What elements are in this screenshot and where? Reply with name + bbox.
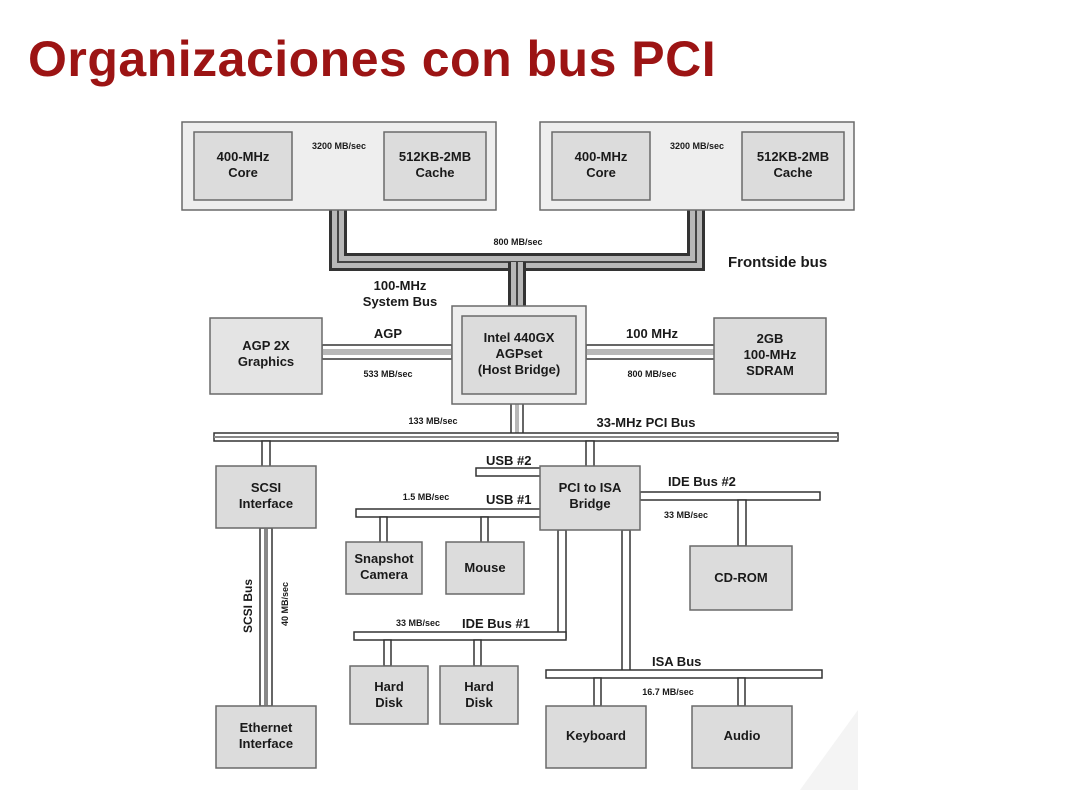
ethernet-label-1: Ethernet	[240, 720, 293, 735]
cpu1-cache-label-1: 512KB-2MB	[399, 149, 471, 164]
cdrom-label: CD-ROM	[714, 570, 767, 585]
ide2-label: IDE Bus #2	[668, 474, 736, 489]
usb1-label: USB #1	[486, 492, 532, 507]
audio-label: Audio	[724, 728, 761, 743]
agp-graphics-label-1: AGP 2X	[242, 338, 290, 353]
scsi-bus-label: SCSI Bus	[241, 579, 255, 633]
cpu2-cache-label-2: Cache	[773, 165, 812, 180]
agp-link	[321, 344, 453, 360]
system-bus-label-1: 100-MHz	[374, 278, 427, 293]
usb-rate: 1.5 MB/sec	[403, 492, 450, 502]
cpu2-cache	[741, 131, 845, 201]
memory-box	[713, 317, 827, 395]
pci-bus-line	[213, 432, 839, 442]
scsi-interface-label-2: Interface	[239, 496, 293, 511]
system-bus-label-2: System Bus	[363, 294, 437, 309]
isa-bridge-label-2: Bridge	[569, 496, 610, 511]
pci-drops	[261, 440, 595, 468]
keyboard-label: Keyboard	[566, 728, 626, 743]
hard-disk-2-label-1: Hard	[464, 679, 494, 694]
snapshot-label-2: Camera	[360, 567, 408, 582]
cpu2-core-label-2: Core	[586, 165, 616, 180]
snapshot-camera-box	[345, 541, 423, 595]
agp-graphics-label-2: Graphics	[238, 354, 294, 369]
usb1-line	[355, 508, 543, 544]
agp-rate: 533 MB/sec	[363, 369, 412, 379]
memory-label-2: 100-MHz	[744, 347, 797, 362]
memory-rate: 800 MB/sec	[627, 369, 676, 379]
cpu1-cache-label-2: Cache	[415, 165, 454, 180]
scsi-rate: 40 MB/sec	[280, 582, 290, 626]
pci-rate: 133 MB/sec	[408, 416, 457, 426]
memory-label-3: SDRAM	[746, 363, 794, 378]
hard-disk-1-box	[349, 665, 429, 725]
hard-disk-1-label-2: Disk	[375, 695, 403, 710]
ide1-rate: 33 MB/sec	[396, 618, 440, 628]
frontside-rate: 800 MB/sec	[493, 237, 542, 247]
mouse-label: Mouse	[464, 560, 505, 575]
frontside-bus	[329, 210, 705, 308]
audio-box	[691, 705, 793, 769]
ethernet-box	[215, 705, 317, 769]
ethernet-label-2: Interface	[239, 736, 293, 751]
cpu2-core	[551, 131, 651, 201]
snapshot-label-1: Snapshot	[354, 551, 414, 566]
keyboard-box	[545, 705, 647, 769]
isa-bus-label: ISA Bus	[652, 654, 701, 669]
mouse-box	[445, 541, 525, 595]
host-bridge	[461, 315, 577, 395]
cpu1-cache	[383, 131, 487, 201]
agp-label: AGP	[374, 326, 403, 341]
host-pci-link	[510, 402, 524, 438]
cpu1-core-label-2: Core	[228, 165, 258, 180]
host-bridge-label-2: AGPset	[496, 346, 544, 361]
usb2-label: USB #2	[486, 453, 532, 468]
ide2-rate: 33 MB/sec	[664, 510, 708, 520]
cdrom-box	[689, 545, 793, 611]
corner-decoration	[800, 710, 858, 790]
frontside-bus-label: Frontside bus	[728, 254, 827, 271]
host-bridge-label-1: Intel 440GX	[484, 330, 555, 345]
pci-bus-label: 33-MHz PCI Bus	[597, 415, 696, 430]
hard-disk-2-label-2: Disk	[465, 695, 493, 710]
ide1-label: IDE Bus #1	[462, 616, 530, 631]
memory-bus-label: 100 MHz	[626, 326, 679, 341]
host-bridge-label-3: (Host Bridge)	[478, 362, 560, 377]
cpu2-core-label-1: 400-MHz	[575, 149, 628, 164]
ide1-line	[353, 529, 567, 667]
isa-bus-line	[545, 529, 823, 707]
slide-title: Organizaciones con bus PCI	[28, 31, 717, 87]
scsi-bus-line	[259, 527, 273, 707]
cpu1-core	[193, 131, 293, 201]
isa-bridge-label-1: PCI to ISA	[559, 480, 622, 495]
scsi-interface-label-1: SCSI	[251, 480, 281, 495]
cpu1-core-label-1: 400-MHz	[217, 149, 270, 164]
agp-graphics-box	[209, 317, 323, 395]
cpu1-link-rate: 3200 MB/sec	[312, 141, 366, 151]
cpu2-cache-label-1: 512KB-2MB	[757, 149, 829, 164]
scsi-interface-box	[215, 465, 317, 529]
memory-link	[585, 344, 717, 360]
usb2-line	[475, 467, 543, 477]
hard-disk-2-box	[439, 665, 519, 725]
memory-label-1: 2GB	[757, 331, 784, 346]
hard-disk-1-label-1: Hard	[374, 679, 404, 694]
isa-rate: 16.7 MB/sec	[642, 687, 694, 697]
isa-bridge-box	[539, 465, 641, 531]
cpu2-link-rate: 3200 MB/sec	[670, 141, 724, 151]
